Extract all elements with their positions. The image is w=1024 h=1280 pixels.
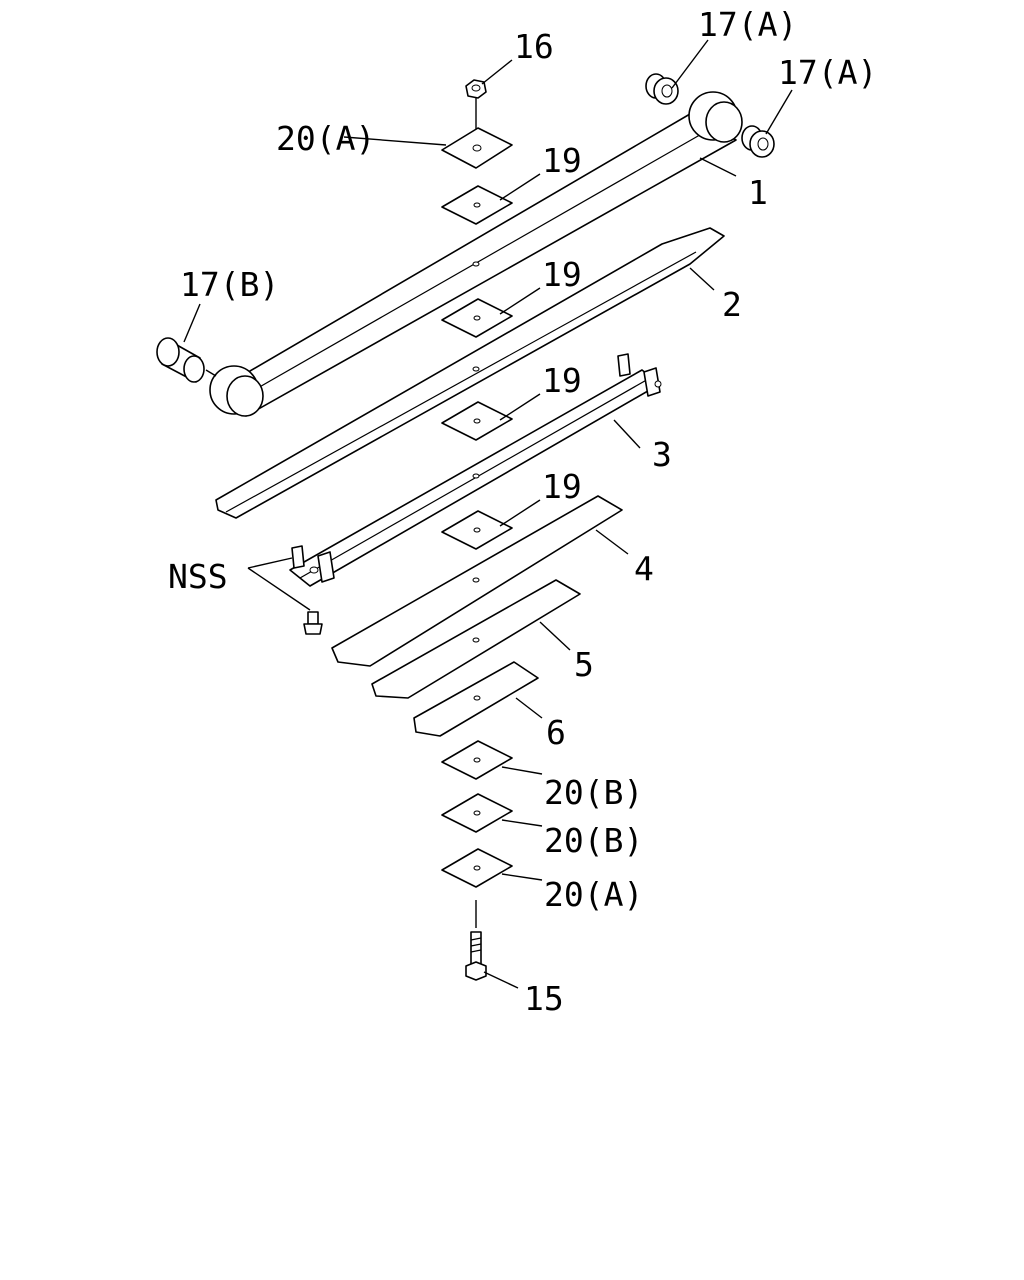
callout-1: 1 xyxy=(748,173,768,212)
callout-20a-bottom: 20(A) xyxy=(544,875,643,914)
callout-15: 15 xyxy=(524,979,564,1018)
part-20b-plate-2 xyxy=(441,793,513,833)
part-3-leaf-with-clips xyxy=(289,353,662,587)
callout-17a-right: 17(A) xyxy=(778,53,877,92)
part-15-bolt xyxy=(465,900,487,981)
part-20a-bottom-plate xyxy=(441,848,513,888)
callout-20b-1: 20(B) xyxy=(544,773,643,812)
part-5-leaf xyxy=(371,579,581,699)
part-19-insert-4 xyxy=(441,510,513,550)
callout-17b: 17(B) xyxy=(180,265,279,304)
part-19-insert-1 xyxy=(441,185,513,225)
part-2-leaf xyxy=(215,227,725,519)
callout-4: 4 xyxy=(634,549,654,588)
callout-16: 16 xyxy=(514,27,554,66)
callout-19-2: 19 xyxy=(542,255,582,294)
nss-bolt xyxy=(303,611,323,635)
part-4-leaf xyxy=(331,495,623,667)
part-1-main-leaf xyxy=(209,91,743,417)
callout-2: 2 xyxy=(722,285,742,324)
callout-nss: NSS xyxy=(168,557,228,596)
callout-19-1: 19 xyxy=(542,141,582,180)
part-17a-bushing-right xyxy=(741,125,775,158)
callout-20b-2: 20(B) xyxy=(544,821,643,860)
callout-3: 3 xyxy=(652,435,672,474)
callout-6: 6 xyxy=(546,713,566,752)
callout-19-4: 19 xyxy=(542,467,582,506)
part-17a-bushing-top xyxy=(645,73,679,105)
part-19-insert-3 xyxy=(441,401,513,441)
part-19-insert-2 xyxy=(441,298,513,338)
part-6-leaf xyxy=(413,661,539,737)
part-17b-bushing xyxy=(156,337,217,383)
part-20b-plate-1 xyxy=(441,740,513,780)
callout-19-3: 19 xyxy=(542,361,582,400)
callout-20a-top: 20(A) xyxy=(276,119,375,158)
part-20a-top-plate xyxy=(441,127,513,169)
callout-5: 5 xyxy=(574,645,594,684)
callout-17a-top: 17(A) xyxy=(698,5,797,44)
leader-lines xyxy=(183,39,793,989)
